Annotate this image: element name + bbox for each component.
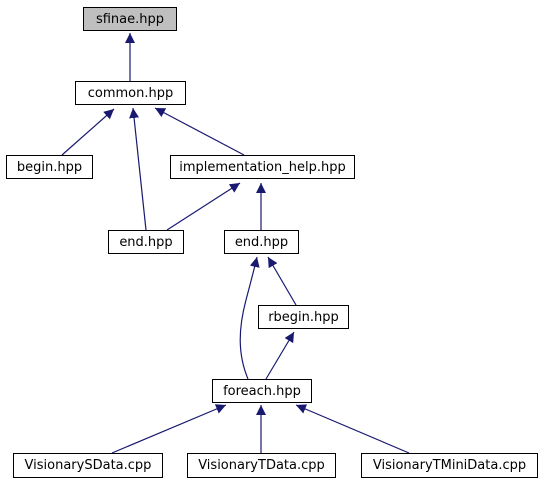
edge-visionary-sdata-to-foreach xyxy=(111,404,227,454)
node-end-hpp-right[interactable]: end.hpp xyxy=(224,230,299,254)
node-visionary-sdata-cpp[interactable]: VisionarySData.cpp xyxy=(13,453,163,478)
edge-end-a-to-common xyxy=(129,107,147,231)
edge-foreach-to-rbegin xyxy=(265,331,295,380)
edge-end-a-to-implementation-help xyxy=(166,182,241,231)
edge-implementation-help-to-common xyxy=(154,107,245,156)
node-sfinae-hpp: sfinae.hpp xyxy=(83,7,177,31)
node-common-hpp[interactable]: common.hpp xyxy=(75,81,186,105)
node-foreach-hpp[interactable]: foreach.hpp xyxy=(212,379,312,403)
node-end-hpp-left[interactable]: end.hpp xyxy=(108,230,184,254)
node-implementation-help-hpp[interactable]: implementation_help.hpp xyxy=(170,155,355,179)
edge-visionary-tminidata-to-foreach xyxy=(295,404,410,454)
node-visionary-tdata-cpp[interactable]: VisionaryTData.cpp xyxy=(187,453,336,478)
edge-rbegin-to-end-b xyxy=(267,256,297,306)
node-visionary-tminidata-cpp[interactable]: VisionaryTMiniData.cpp xyxy=(361,453,538,478)
edge-foreach-to-end-b xyxy=(239,256,260,380)
node-rbegin-hpp[interactable]: rbegin.hpp xyxy=(258,305,349,329)
edge-begin-to-common xyxy=(61,108,115,156)
node-begin-hpp[interactable]: begin.hpp xyxy=(6,155,93,179)
